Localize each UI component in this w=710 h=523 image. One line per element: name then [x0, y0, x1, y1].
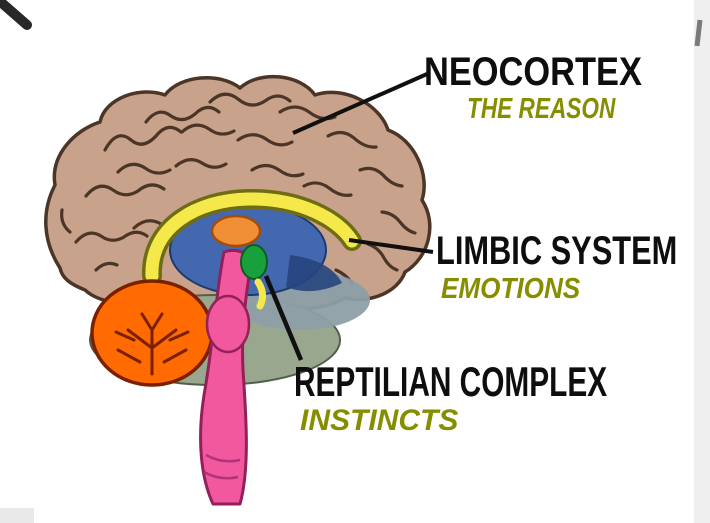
neocortex-pointer-line	[292, 72, 428, 135]
hypothalamus-region	[240, 244, 268, 280]
corner-artifact-topleft	[0, 0, 32, 30]
medulla-lines	[203, 453, 241, 480]
reptilian-pointer-line	[263, 275, 304, 361]
inner-limbic-shadow	[286, 255, 342, 292]
corner-artifact-topright	[694, 19, 703, 47]
label-neocortex: NEOCORTEX THE REASON	[424, 50, 677, 125]
limbic-band-region	[145, 192, 359, 283]
reptilian-complex-title: REPTILIAN COMPLEX	[294, 358, 608, 405]
right-edge-strip	[694, 0, 710, 523]
limbic-tail	[254, 278, 267, 310]
thalamus-region	[210, 214, 262, 248]
bottom-left-smudge	[0, 508, 34, 523]
cerebellum-region	[90, 279, 214, 387]
neocortex-title: NEOCORTEX	[424, 50, 642, 94]
label-limbic-system: LIMBIC SYSTEM EMOTIONS	[436, 229, 710, 305]
limbic-pointer-line	[348, 238, 434, 254]
label-reptilian-complex: REPTILIAN COMPLEX INSTINCTS	[294, 358, 710, 437]
reptilian-complex-subtitle: INSTINCTS	[300, 403, 459, 437]
pons-bulge	[205, 294, 251, 354]
limbic-system-title: LIMBIC SYSTEM	[436, 229, 678, 273]
cerebellum-branches	[114, 312, 190, 376]
limbic-system-subtitle: EMOTIONS	[441, 272, 581, 305]
gyri-texture	[60, 92, 417, 286]
neocortex-subtitle: THE REASON	[467, 92, 616, 125]
